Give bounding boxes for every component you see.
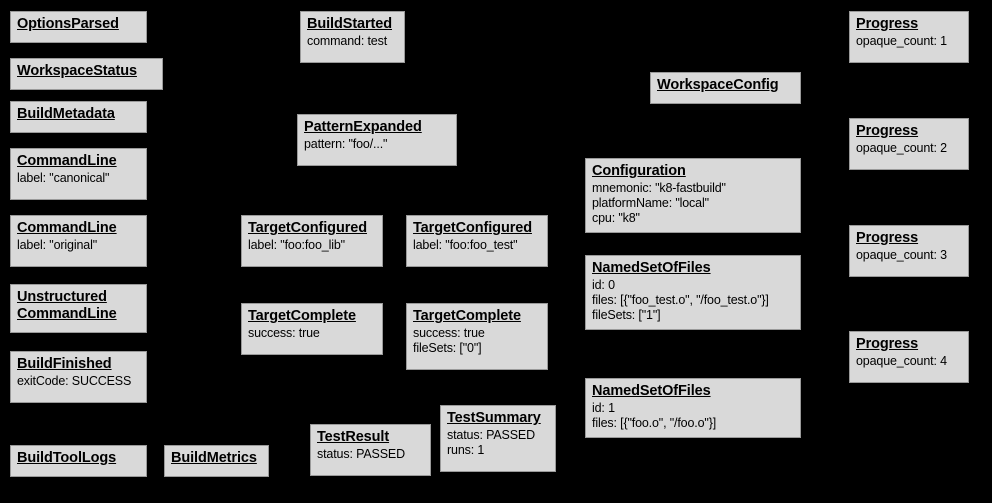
event-node-title: Unstructured CommandLine [17, 289, 117, 322]
event-node-fields: command: test [307, 33, 388, 48]
event-node-fields: id: 0 files: [{"foo_test.o", "/foo_test.… [592, 277, 769, 322]
event-node-title: NamedSetOfFiles [592, 383, 711, 399]
event-node-title: TestResult [317, 429, 390, 445]
event-node-options-parsed[interactable]: OptionsParsed [10, 11, 147, 43]
event-node-workspace-config[interactable]: WorkspaceConfig [650, 72, 801, 104]
event-node-fields: exitCode: SUCCESS [17, 373, 132, 388]
event-node-title: BuildMetadata [17, 106, 115, 122]
event-node-fields: label: "foo:foo_lib" [248, 237, 345, 252]
event-node-title: TargetComplete [248, 308, 356, 324]
event-node-title: Progress [856, 336, 919, 352]
event-node-title: Configuration [592, 163, 686, 179]
event-node-fields: pattern: "foo/..." [304, 136, 388, 151]
event-node-title: BuildStarted [307, 16, 393, 32]
event-node-fields: success: true fileSets: ["0"] [413, 325, 485, 355]
event-node-title: BuildFinished [17, 356, 112, 372]
event-node-fields: opaque_count: 2 [856, 140, 947, 155]
event-node-title: TargetConfigured [248, 220, 367, 236]
event-node-fields: label: "foo:foo_test" [413, 237, 518, 252]
event-node-title: PatternExpanded [304, 119, 422, 135]
event-node-title: Progress [856, 123, 919, 139]
event-node-title: CommandLine [17, 220, 117, 236]
event-node-title: NamedSetOfFiles [592, 260, 711, 276]
event-node-fields: status: PASSED [317, 446, 405, 461]
event-node-title: BuildToolLogs [17, 450, 117, 466]
event-node-title: TargetComplete [413, 308, 521, 324]
event-node-title: WorkspaceConfig [657, 77, 779, 93]
event-node-title: CommandLine [17, 153, 117, 169]
event-node-title: Progress [856, 230, 919, 246]
event-node-fields: mnemonic: "k8-fastbuild" platformName: "… [592, 180, 726, 225]
event-node-unstructured-command-line[interactable]: Unstructured CommandLine [10, 284, 147, 333]
event-node-title: BuildMetrics [171, 450, 257, 466]
event-node-title: TestSummary [447, 410, 541, 426]
event-node-build-tool-logs[interactable]: BuildToolLogs [10, 445, 147, 477]
event-node-title: Progress [856, 16, 919, 32]
event-node-build-metrics[interactable]: BuildMetrics [164, 445, 269, 477]
event-node-title: TargetConfigured [413, 220, 532, 236]
event-node-title: OptionsParsed [17, 16, 119, 32]
event-node-build-metadata[interactable]: BuildMetadata [10, 101, 147, 133]
event-node-fields: opaque_count: 3 [856, 247, 947, 262]
event-node-fields: success: true [248, 325, 320, 340]
event-node-fields: status: PASSED runs: 1 [447, 427, 535, 457]
event-node-fields: label: "canonical" [17, 170, 110, 185]
event-node-workspace-status[interactable]: WorkspaceStatus [10, 58, 163, 90]
event-node-fields: label: "original" [17, 237, 97, 252]
event-node-fields: id: 1 files: [{"foo.o", "/foo.o"}] [592, 400, 717, 430]
event-node-fields: opaque_count: 4 [856, 353, 947, 368]
event-node-title: WorkspaceStatus [17, 63, 137, 79]
event-node-fields: opaque_count: 1 [856, 33, 947, 48]
